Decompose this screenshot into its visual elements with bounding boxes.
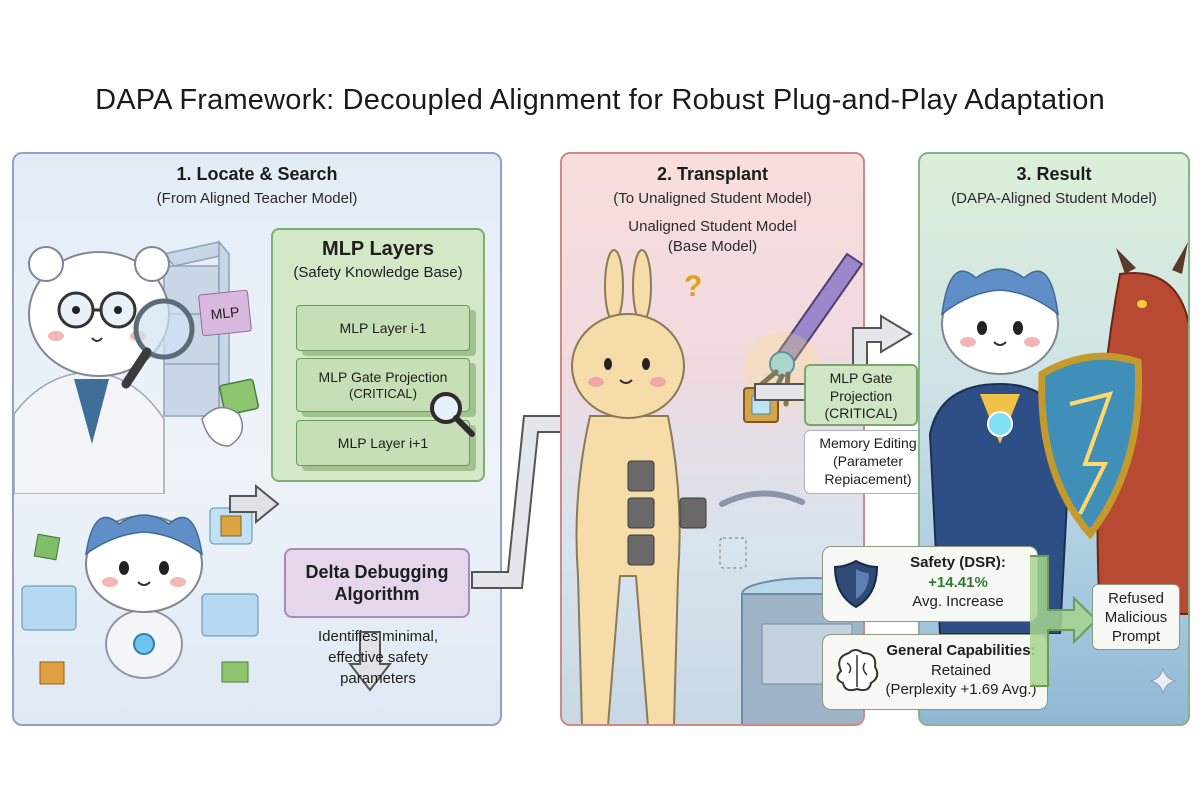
arrow-to-refused — [1030, 555, 1098, 687]
panel3-subtitle: (DAPA-Aligned Student Model) — [951, 190, 1157, 207]
safety-label: Safety (DSR): — [910, 554, 1006, 571]
sparkle-icon — [1149, 667, 1177, 695]
gate-box-line-3: (CRITICAL) — [824, 405, 898, 421]
refused-line-1: Refused — [1108, 590, 1164, 607]
shield-icon — [833, 559, 879, 609]
student-model-label: Unaligned Student Model — [628, 218, 797, 235]
robot-cat-illustration — [21, 507, 259, 685]
delta-debugging-box: Delta Debugging Algorithm — [284, 548, 470, 618]
refused-prompt-box: Refused Malicious Prompt — [1092, 584, 1180, 650]
panel2-subtitle: (To Unaligned Student Model) — [613, 190, 812, 207]
panel3-title: 3. Result — [1016, 164, 1092, 184]
refused-line-3: Prompt — [1111, 627, 1161, 645]
base-model-label: (Base Model) — [667, 238, 758, 255]
panel1-subtitle: (From Aligned Teacher Model) — [156, 190, 358, 207]
delta-line-2: Algorithm — [334, 584, 420, 604]
general-label: General Capabilities: — [886, 642, 1036, 659]
delta-line-1: Delta Debugging — [305, 561, 449, 582]
gate-projection-box: MLP Gate Projection (CRITICAL) — [804, 364, 918, 426]
arrows-transplant-to-result — [754, 314, 925, 401]
student-bunny-illustration — [571, 249, 747, 724]
gate-critical-label: (CRITICAL) — [349, 385, 417, 401]
general-value: Retained — [930, 661, 992, 679]
general-capabilities-card: General Capabilities: Retained (Perplexi… — [822, 634, 1048, 710]
arrow-down-to-delta — [348, 631, 392, 692]
mem-line-2: (Parameter — [832, 453, 904, 470]
mlp-layer-next: MLP Layer i+1 — [296, 420, 470, 466]
safety-card: Safety (DSR): +14.41% Avg. Increase — [822, 546, 1038, 622]
memory-editing-box: Memory Editing (Parameter Repiacement) — [804, 430, 932, 494]
safety-note: Avg. Increase — [912, 593, 1004, 610]
general-note: (Perplexity +1.69 Avg.) — [885, 681, 1037, 698]
delta-description: Identifies minimal, effective safety par… — [290, 626, 466, 689]
mlp-tag: MLP — [197, 289, 253, 337]
mlp-gate-projection-layer: MLP Gate Projection (CRITICAL) — [296, 358, 470, 412]
gate-box-line-1: MLP Gate — [829, 370, 893, 386]
mlp-layers-title: MLP Layers — [322, 238, 434, 260]
desc-line-3: parameters — [340, 670, 416, 687]
teacher-bear-illustration — [14, 239, 259, 494]
panel1-title: 1. Locate & Search — [176, 164, 338, 184]
arrow-right-to-mlp — [229, 484, 280, 524]
desc-line-1: Identifies minimal, — [317, 628, 439, 645]
gate-box-line-2: Projection — [829, 387, 893, 404]
mem-line-3: Repiacement) — [824, 471, 912, 488]
brain-icon — [836, 649, 879, 692]
panel2-title: 2. Transplant — [656, 164, 769, 184]
question-mark: ? — [684, 270, 703, 303]
mlp-layers-subtitle: (Safety Knowledge Base) — [293, 264, 463, 281]
gate-projection-label: MLP Gate Projection — [318, 368, 448, 385]
diagram-title: DAPA Framework: Decoupled Alignment for … — [95, 84, 1105, 116]
mlp-layer-prev: MLP Layer i-1 — [296, 305, 470, 351]
mem-line-1: Memory Editing — [819, 435, 917, 451]
magnifier-icon — [430, 392, 475, 437]
refused-line-2: Malicious — [1104, 608, 1168, 626]
safety-value: +14.41% — [928, 573, 988, 591]
desc-line-2: effective safety — [328, 649, 428, 666]
